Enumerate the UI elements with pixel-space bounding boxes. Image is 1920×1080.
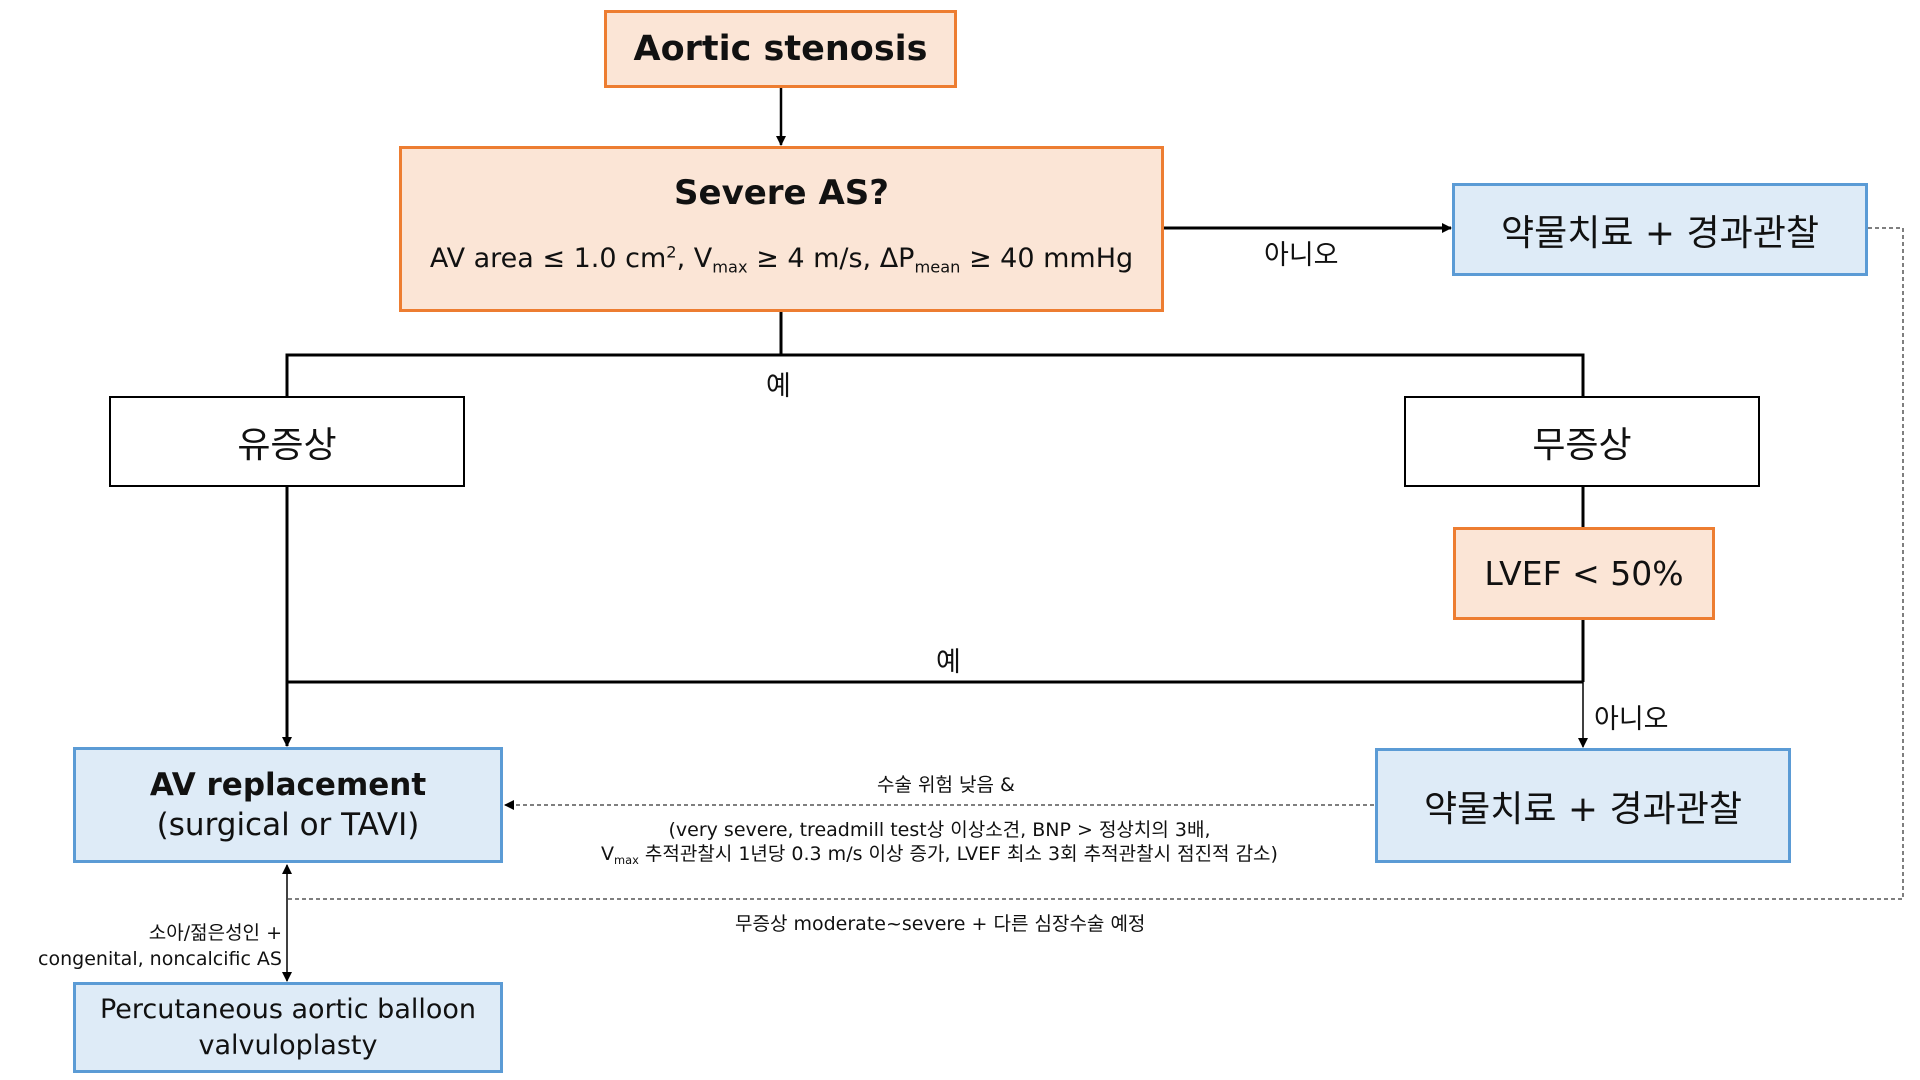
medical-therapy-top-label: 약물치료 + 경과관찰 — [1500, 212, 1819, 254]
av-replacement-subtitle: (surgical or TAVI) — [156, 807, 420, 843]
av-replacement-title: AV replacement — [149, 767, 427, 803]
label-severe-no: 아니오 — [1264, 240, 1339, 271]
node-av-replacement: AV replacement (surgical or TAVI) — [73, 747, 503, 863]
pabv-indication-line2: congenital, noncalcific AS — [38, 948, 282, 970]
node-medical-therapy-top: 약물치료 + 경과관찰 — [1452, 183, 1868, 276]
node-aortic-stenosis-label: Aortic stenosis — [633, 29, 928, 69]
label-pabv-indication: 소아/젊은성인 + congenital, noncalcific AS — [38, 920, 282, 972]
severe-as-title: Severe AS? — [674, 173, 889, 213]
node-asymptomatic: 무증상 — [1404, 396, 1760, 487]
node-pabv: Percutaneous aortic balloon valvuloplast… — [73, 982, 503, 1073]
pabv-line1: Percutaneous aortic balloon — [99, 994, 477, 1026]
label-low-risk-title: 수술 위험 낮음 & — [877, 774, 1015, 796]
low-risk-line1: (very severe, treadmill test상 이상소견, BNP … — [668, 819, 1211, 841]
pabv-line2: valvuloplasty — [198, 1029, 378, 1061]
pabv-indication-line1: 소아/젊은성인 + — [148, 922, 282, 944]
severe-as-criteria: AV area ≤ 1.0 cm2, Vmax ≥ 4 m/s, ΔPmean … — [429, 242, 1134, 277]
node-symptomatic: 유증상 — [109, 396, 465, 487]
lvef-label: LVEF < 50% — [1484, 554, 1684, 593]
asymptomatic-label: 무증상 — [1532, 424, 1632, 466]
label-severe-yes: 예 — [766, 371, 791, 402]
node-aortic-stenosis: Aortic stenosis — [604, 10, 957, 88]
label-moderate-path: 무증상 moderate~severe + 다른 심장수술 예정 — [735, 913, 1146, 935]
label-lvef-yes: 예 — [936, 647, 961, 678]
label-low-risk-criteria: (very severe, treadmill test상 이상소견, BNP … — [505, 818, 1374, 866]
node-lvef: LVEF < 50% — [1453, 527, 1715, 620]
edge-moderate-dashed — [287, 227, 1904, 900]
label-lvef-no: 아니오 — [1594, 704, 1669, 735]
low-risk-line2: Vmax 추적관찰시 1년당 0.3 m/s 이상 증가, LVEF 최소 3회… — [601, 843, 1278, 867]
symptomatic-label: 유증상 — [237, 424, 337, 466]
node-severe-as: Severe AS? AV area ≤ 1.0 cm2, Vmax ≥ 4 m… — [399, 146, 1164, 312]
medical-therapy-bottom-label: 약물치료 + 경과관찰 — [1423, 788, 1742, 830]
edge-severe-yes-branch — [285, 353, 1585, 396]
node-medical-therapy-bottom: 약물치료 + 경과관찰 — [1375, 748, 1791, 863]
